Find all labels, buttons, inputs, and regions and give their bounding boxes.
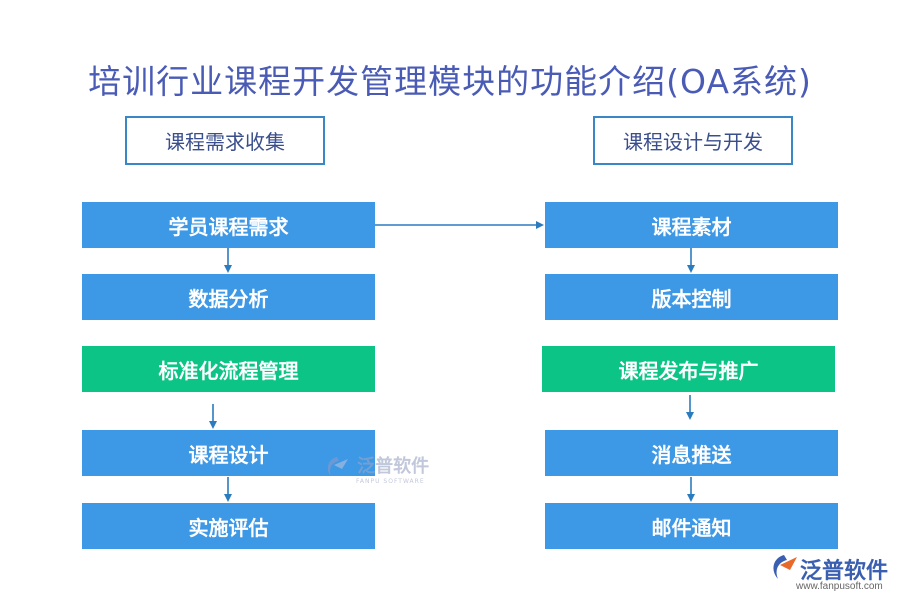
watermark: 泛普软件 FANPU SOFTWARE <box>322 452 429 485</box>
logo-url: www.fanpusoft.com <box>796 581 883 592</box>
node-email-notification: 邮件通知 <box>545 503 838 549</box>
node-course-materials: 课程素材 <box>545 202 838 248</box>
logo-text: 泛普软件 <box>800 559 889 584</box>
page-title: 培训行业课程开发管理模块的功能介绍(OA系统) <box>88 62 812 101</box>
watermark-logo-icon <box>327 456 348 477</box>
node-student-course-needs: 学员课程需求 <box>82 202 375 248</box>
node-message-push: 消息推送 <box>545 430 838 476</box>
watermark-subtext: FANPU SOFTWARE <box>356 477 425 485</box>
node-implementation-evaluation: 实施评估 <box>82 503 375 549</box>
watermark-text: 泛普软件 <box>357 456 430 477</box>
node-standardized-process: 标准化流程管理 <box>82 346 375 392</box>
left-column-header: 课程需求收集 <box>125 116 325 165</box>
node-version-control: 版本控制 <box>545 274 838 320</box>
node-course-publish-promotion: 课程发布与推广 <box>542 346 835 392</box>
node-data-analysis: 数据分析 <box>82 274 375 320</box>
right-column-header: 课程设计与开发 <box>593 116 793 165</box>
node-course-design: 课程设计 <box>82 430 375 476</box>
fanpu-logo-icon <box>773 555 797 579</box>
